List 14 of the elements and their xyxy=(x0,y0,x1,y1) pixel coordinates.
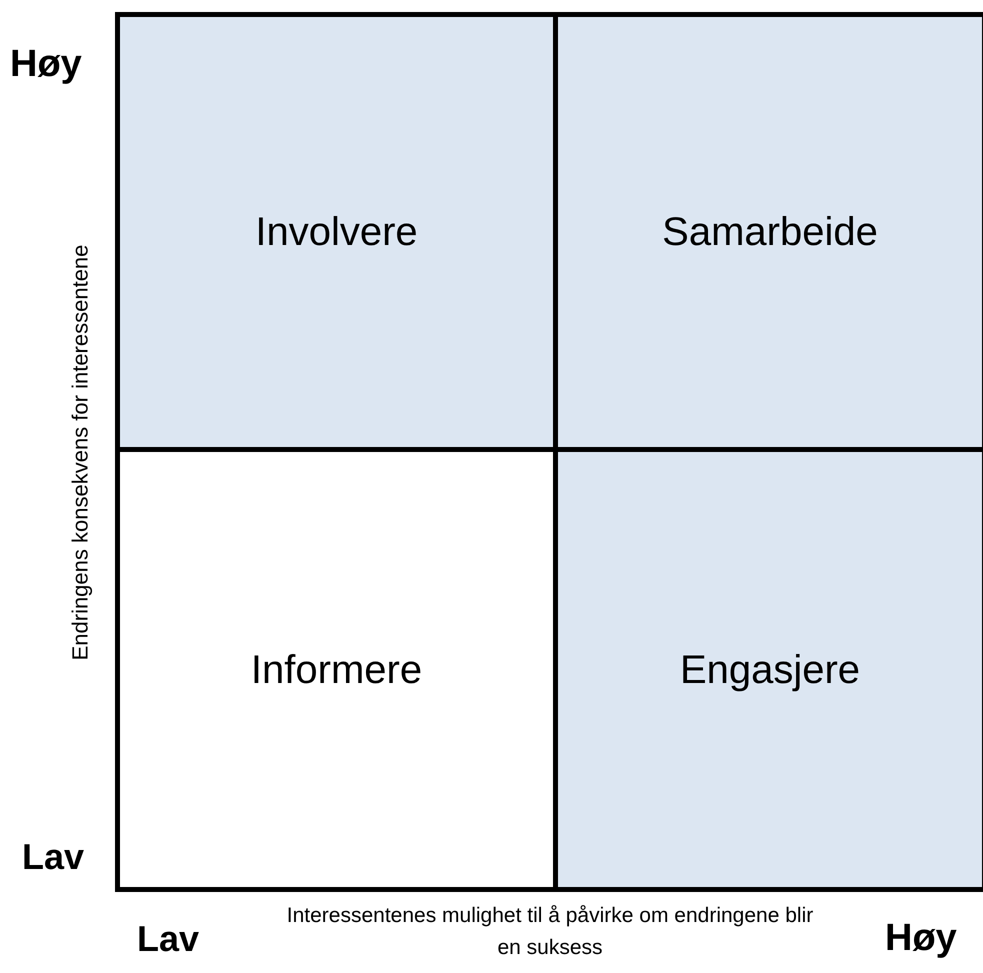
axis-title: Endringens konsekvens for interessentene xyxy=(66,244,94,662)
quadrant-box xyxy=(558,12,983,452)
quadrant-label: Engasjere xyxy=(680,646,860,694)
axis-value-label: Høy xyxy=(10,42,82,87)
quadrant-box xyxy=(115,452,558,892)
quadrant-box xyxy=(115,12,558,452)
axis-value-label: Lav xyxy=(137,917,200,961)
quadrant-label: Involvere xyxy=(255,209,418,256)
quadrant-label: Informere xyxy=(250,646,422,694)
axis-value-label: Lav xyxy=(22,835,84,879)
quadrant-label: Samarbeide xyxy=(662,209,878,256)
axis-value-label: Høy xyxy=(885,916,957,961)
axis-title: Interessentenes mulighet til å påvirke om endringene blir en suksess xyxy=(286,903,814,961)
quadrant-box xyxy=(558,452,983,892)
